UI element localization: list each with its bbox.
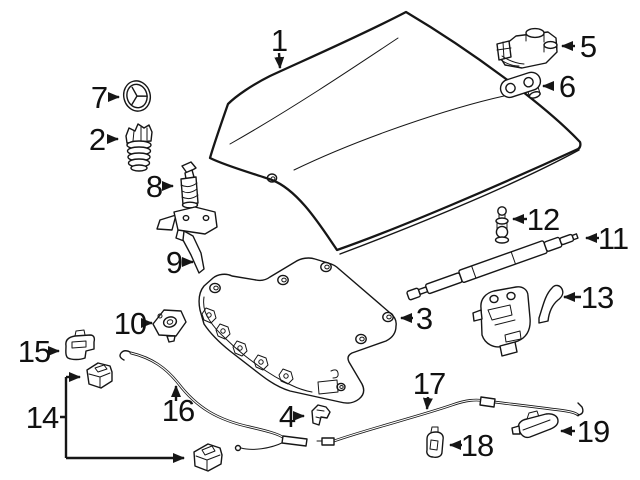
bump-stop-stud (180, 161, 199, 209)
pad-holes (209, 261, 394, 392)
callout-1-arrow (274, 52, 285, 69)
callout-label-17: 17 (413, 366, 445, 401)
callout-label-8: 8 (146, 169, 162, 204)
release-cable-rear (316, 396, 584, 446)
insulation-pad (198, 257, 397, 404)
release-handle (511, 410, 559, 439)
release-cable-front (119, 350, 308, 452)
callout-labels: 1 7 2 8 5 6 12 11 13 3 9 10 15 14 16 4 1… (18, 23, 629, 463)
grommet (152, 309, 187, 343)
callout-label-6: 6 (559, 69, 575, 104)
retainer-clip (65, 329, 96, 361)
callout-label-12: 12 (527, 202, 559, 237)
cable-clamp (426, 426, 444, 458)
callout-14-connector (60, 372, 185, 463)
lift-support-strut (406, 233, 579, 301)
callout-label-3: 3 (416, 301, 432, 336)
hinge-assembly (496, 27, 558, 69)
callout-label-18: 18 (461, 428, 493, 463)
callout-label-2: 2 (89, 122, 105, 157)
callout-label-4: 4 (279, 399, 296, 434)
callout-label-5: 5 (580, 29, 596, 64)
spacer-plate (499, 71, 542, 99)
callout-label-10: 10 (114, 306, 147, 341)
callout-label-13: 13 (581, 280, 613, 315)
mount-clip-upper (86, 362, 113, 389)
cable-clip (311, 404, 331, 426)
callout-label-9: 9 (166, 245, 182, 280)
hood-lock-assembly (472, 284, 564, 357)
callout-label-16: 16 (162, 393, 194, 428)
hinge-bracket (156, 206, 218, 274)
hood-panel (208, 10, 582, 255)
callout-arrows (48, 41, 599, 463)
callout-label-11: 11 (598, 221, 628, 256)
callout-label-1: 1 (271, 23, 287, 58)
plug-grommet (125, 123, 153, 172)
ball-stud (494, 206, 510, 244)
callout-label-15: 15 (18, 334, 50, 369)
callout-label-14: 14 (26, 400, 59, 435)
callout-label-7: 7 (91, 80, 107, 115)
callout-label-19: 19 (577, 414, 609, 449)
emblem-badge (122, 80, 152, 112)
callout-17-arrow (422, 396, 433, 410)
pad-edge-grommets (201, 307, 294, 385)
mount-clip-lower (193, 443, 223, 472)
